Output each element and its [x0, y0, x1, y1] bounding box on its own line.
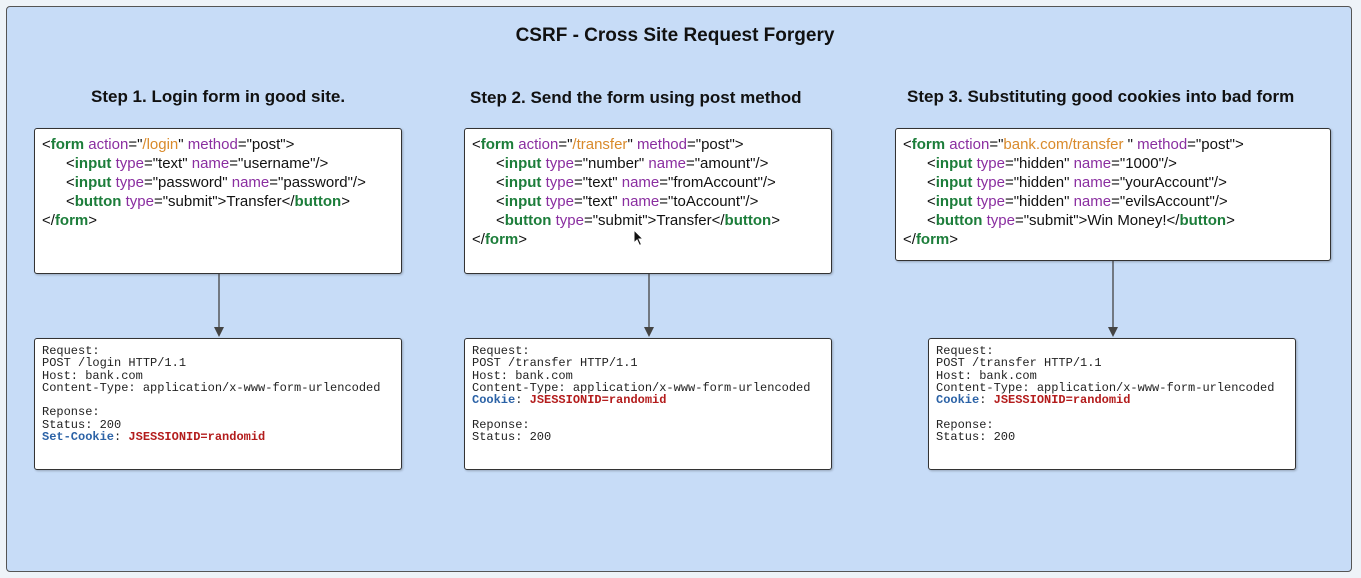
button-line: <button type="submit">Transfer</button>	[496, 212, 780, 229]
input-line: <input type="text" name="toAccount"/>	[496, 193, 759, 210]
request-line: Content-Type: application/x-www-form-url…	[472, 380, 811, 395]
step-2-form-box: <form action="/transfer" method="post"> …	[464, 128, 832, 274]
step-3-arrow-icon	[1108, 261, 1118, 337]
input-line: <input type="number" name="amount"/>	[496, 155, 769, 172]
request-line: POST /login HTTP/1.1	[42, 356, 187, 371]
input-line: <input type="hidden" name="yourAccount"/…	[927, 174, 1227, 191]
step-1-arrow-icon	[214, 274, 224, 337]
diagram-canvas: CSRF - Cross Site Request Forgery Step 1…	[6, 6, 1352, 572]
step-3-heading: Step 3. Substituting good cookies into b…	[907, 87, 1295, 106]
mouse-pointer-icon	[633, 229, 645, 247]
step-2-arrow-icon	[644, 274, 654, 337]
form-open-line: <form action="/login" method="post">	[42, 136, 295, 153]
request-line: Request:	[936, 344, 994, 358]
request-line: Host: bank.com	[42, 368, 143, 383]
input-line: <input type="hidden" name="evilsAccount"…	[927, 193, 1228, 210]
input-line: <input type="password" name="password"/>	[66, 174, 366, 191]
request-line: Host: bank.com	[472, 368, 573, 383]
request-line: Reponse:	[936, 417, 994, 432]
form-open-line: <form action="/transfer" method="post">	[472, 136, 744, 153]
request-line: Reponse:	[472, 417, 530, 432]
button-line: <button type="submit">Win Money!</button…	[927, 212, 1235, 229]
input-line: <input type="hidden" name="1000"/>	[927, 155, 1177, 172]
step-3-form-box: <form action="bank.com/transfer " method…	[895, 128, 1331, 261]
request-line: Status: 200	[472, 430, 552, 445]
cookie-line: Cookie: JSESSIONID=randomid	[936, 393, 1131, 408]
request-line: Host: bank.com	[936, 368, 1037, 383]
form-close-line: </form>	[903, 231, 959, 248]
cookie-line: Cookie: JSESSIONID=randomid	[472, 393, 667, 408]
request-line: POST /transfer HTTP/1.1	[936, 356, 1102, 371]
step-1-heading: Step 1. Login form in good site.	[91, 87, 346, 106]
request-line: Status: 200	[42, 417, 122, 432]
form-open-line: <form action="bank.com/transfer " method…	[903, 136, 1244, 153]
request-line: Request:	[42, 344, 100, 358]
request-line: POST /transfer HTTP/1.1	[472, 356, 638, 371]
step-2-heading: Step 2. Send the form using post method	[470, 88, 802, 107]
button-line: <button type="submit">Transfer</button>	[66, 193, 350, 210]
form-close-line: </form>	[42, 212, 98, 229]
request-line: Status: 200	[936, 430, 1016, 445]
request-line: Content-Type: application/x-www-form-url…	[42, 380, 381, 395]
diagram-title: CSRF - Cross Site Request Forgery	[515, 25, 835, 46]
step-1-form-box: <form action="/login" method="post"> <in…	[34, 128, 402, 274]
input-line: <input type="text" name="fromAccount"/>	[496, 174, 776, 191]
request-line: Reponse:	[42, 405, 100, 420]
cookie-line: Set-Cookie: JSESSIONID=randomid	[42, 430, 266, 445]
request-line	[472, 406, 831, 418]
form-close-line: </form>	[472, 231, 528, 248]
request-line: Content-Type: application/x-www-form-url…	[936, 380, 1275, 395]
input-line: <input type="text" name="username"/>	[66, 155, 329, 172]
request-line	[936, 406, 1295, 418]
request-line: Request:	[472, 344, 530, 358]
